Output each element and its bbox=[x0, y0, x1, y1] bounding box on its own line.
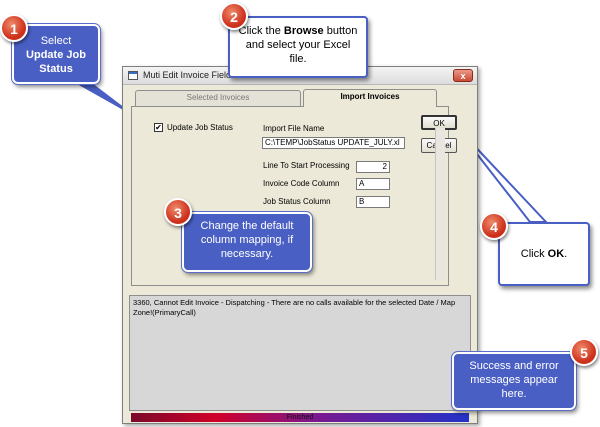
close-button[interactable]: x bbox=[453, 69, 473, 82]
job-status-column-label: Job Status Column bbox=[263, 197, 331, 206]
step-5-badge: 5 bbox=[570, 338, 598, 366]
callout-4: Click OK. bbox=[498, 222, 590, 286]
callout-4-bold: OK bbox=[547, 248, 565, 260]
progress-label: Finished bbox=[286, 414, 314, 421]
tab-import-invoices[interactable]: Import Invoices bbox=[303, 89, 437, 107]
callout-3-text: Change the default column mapping, if ne… bbox=[200, 220, 294, 260]
callout-5-text: Success and error messages appear here. bbox=[469, 360, 559, 400]
tab-selected-invoices[interactable]: Selected Invoices bbox=[135, 90, 301, 106]
callout-1-text: Select bbox=[40, 35, 72, 47]
callout-5: Success and error messages appear here. bbox=[451, 351, 577, 411]
step-4-badge: 4 bbox=[480, 212, 508, 240]
step-3-badge: 3 bbox=[164, 198, 192, 226]
window-title: Muti Edit Invoice Fields bbox=[143, 70, 236, 80]
message-area: 3360, Cannot Edit Invoice - Dispatching … bbox=[129, 295, 471, 411]
job-status-column-field[interactable]: B bbox=[356, 196, 390, 208]
progress-bar: Finished bbox=[131, 413, 469, 422]
callout-2: Click the Browse button and select your … bbox=[228, 16, 368, 78]
step-2-badge: 2 bbox=[220, 2, 248, 30]
callout-1: Select Update Job Status bbox=[11, 23, 101, 85]
update-job-status-label: Update Job Status bbox=[167, 123, 233, 132]
callout-2-text-pre: Click the bbox=[238, 25, 284, 37]
callout-1-bold: Update Job Status bbox=[26, 49, 86, 75]
callout-4-text-post: . bbox=[564, 248, 568, 260]
step-1-badge: 1 bbox=[0, 14, 28, 42]
vertical-scrollbar[interactable] bbox=[435, 128, 445, 280]
update-job-status-checkbox[interactable]: ✔ bbox=[154, 123, 163, 132]
app-icon bbox=[128, 71, 138, 80]
import-file-name-label: Import File Name bbox=[263, 124, 325, 133]
callout-2-text-post: button and select your Excel file. bbox=[245, 25, 358, 65]
line-to-start-field[interactable]: 2 bbox=[356, 161, 390, 173]
line-to-start-label: Line To Start Processing bbox=[263, 161, 350, 170]
callout-4-text-pre: Click bbox=[520, 248, 548, 260]
invoice-code-column-field[interactable]: A bbox=[356, 178, 390, 190]
import-tab-panel bbox=[131, 106, 449, 286]
callout-3: Change the default column mapping, if ne… bbox=[181, 211, 313, 273]
import-file-name-field[interactable]: C:\TEMP\JobStatus UPDATE_JULY.xl bbox=[262, 137, 405, 149]
callout-2-bold: Browse bbox=[283, 25, 324, 37]
invoice-code-column-label: Invoice Code Column bbox=[263, 179, 340, 188]
